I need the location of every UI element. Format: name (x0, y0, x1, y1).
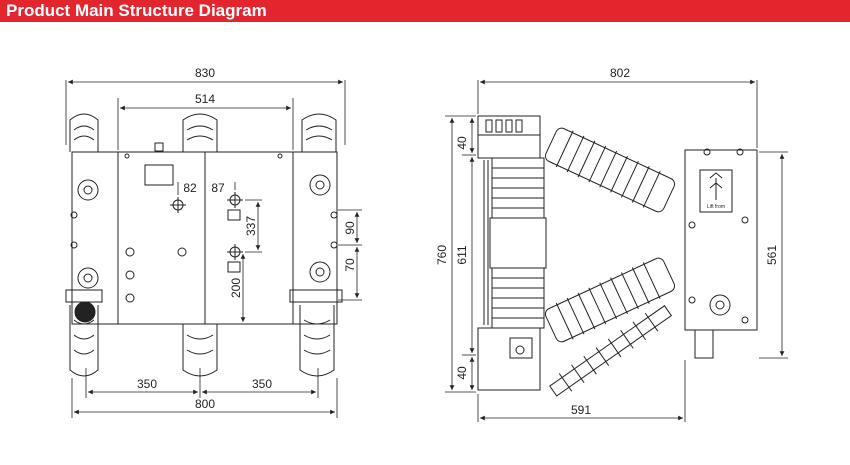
dim-514: 514 (195, 92, 215, 106)
structure-diagram: 830 514 82 87 337 200 90 70 350 350 800 (65, 66, 788, 422)
side-rod-insulator (549, 305, 673, 397)
dim-200: 200 (229, 278, 243, 298)
page-title: Product Main Structure Diagram (6, 1, 267, 20)
dim-802: 802 (610, 66, 630, 80)
front-view (65, 79, 362, 418)
front-top-insulators (69, 113, 337, 152)
dim-40-bottom: 40 (455, 366, 469, 380)
dim-40-top: 40 (455, 136, 469, 150)
dim-830: 830 (195, 66, 215, 80)
side-dimension-labels: 802 40 40 760 611 561 591 Lift from (435, 66, 779, 417)
dim-760: 760 (435, 245, 449, 265)
dim-611: 611 (455, 245, 469, 264)
dim-90: 90 (343, 221, 357, 235)
dim-800: 800 (195, 397, 215, 411)
dim-82: 82 (183, 181, 197, 195)
front-bottom-insulators (65, 289, 343, 377)
lift-from-label: Lift from (707, 204, 725, 210)
dim-591: 591 (571, 403, 591, 417)
front-dimensions (65, 79, 362, 418)
front-dimension-labels: 830 514 82 87 337 200 90 70 350 350 800 (137, 66, 357, 411)
dim-70: 70 (343, 258, 357, 272)
side-dimensions (445, 79, 788, 422)
side-view (445, 79, 788, 422)
dim-87: 87 (211, 181, 225, 195)
dim-350-right: 350 (252, 377, 272, 391)
title-banner: Product Main Structure Diagram (0, 0, 850, 22)
side-upper-insulator (544, 127, 676, 213)
side-lower-insulator (544, 257, 676, 343)
dim-561: 561 (765, 245, 779, 265)
side-mechanism-box (684, 149, 758, 331)
dim-337: 337 (244, 216, 258, 236)
dim-350-left: 350 (137, 377, 157, 391)
